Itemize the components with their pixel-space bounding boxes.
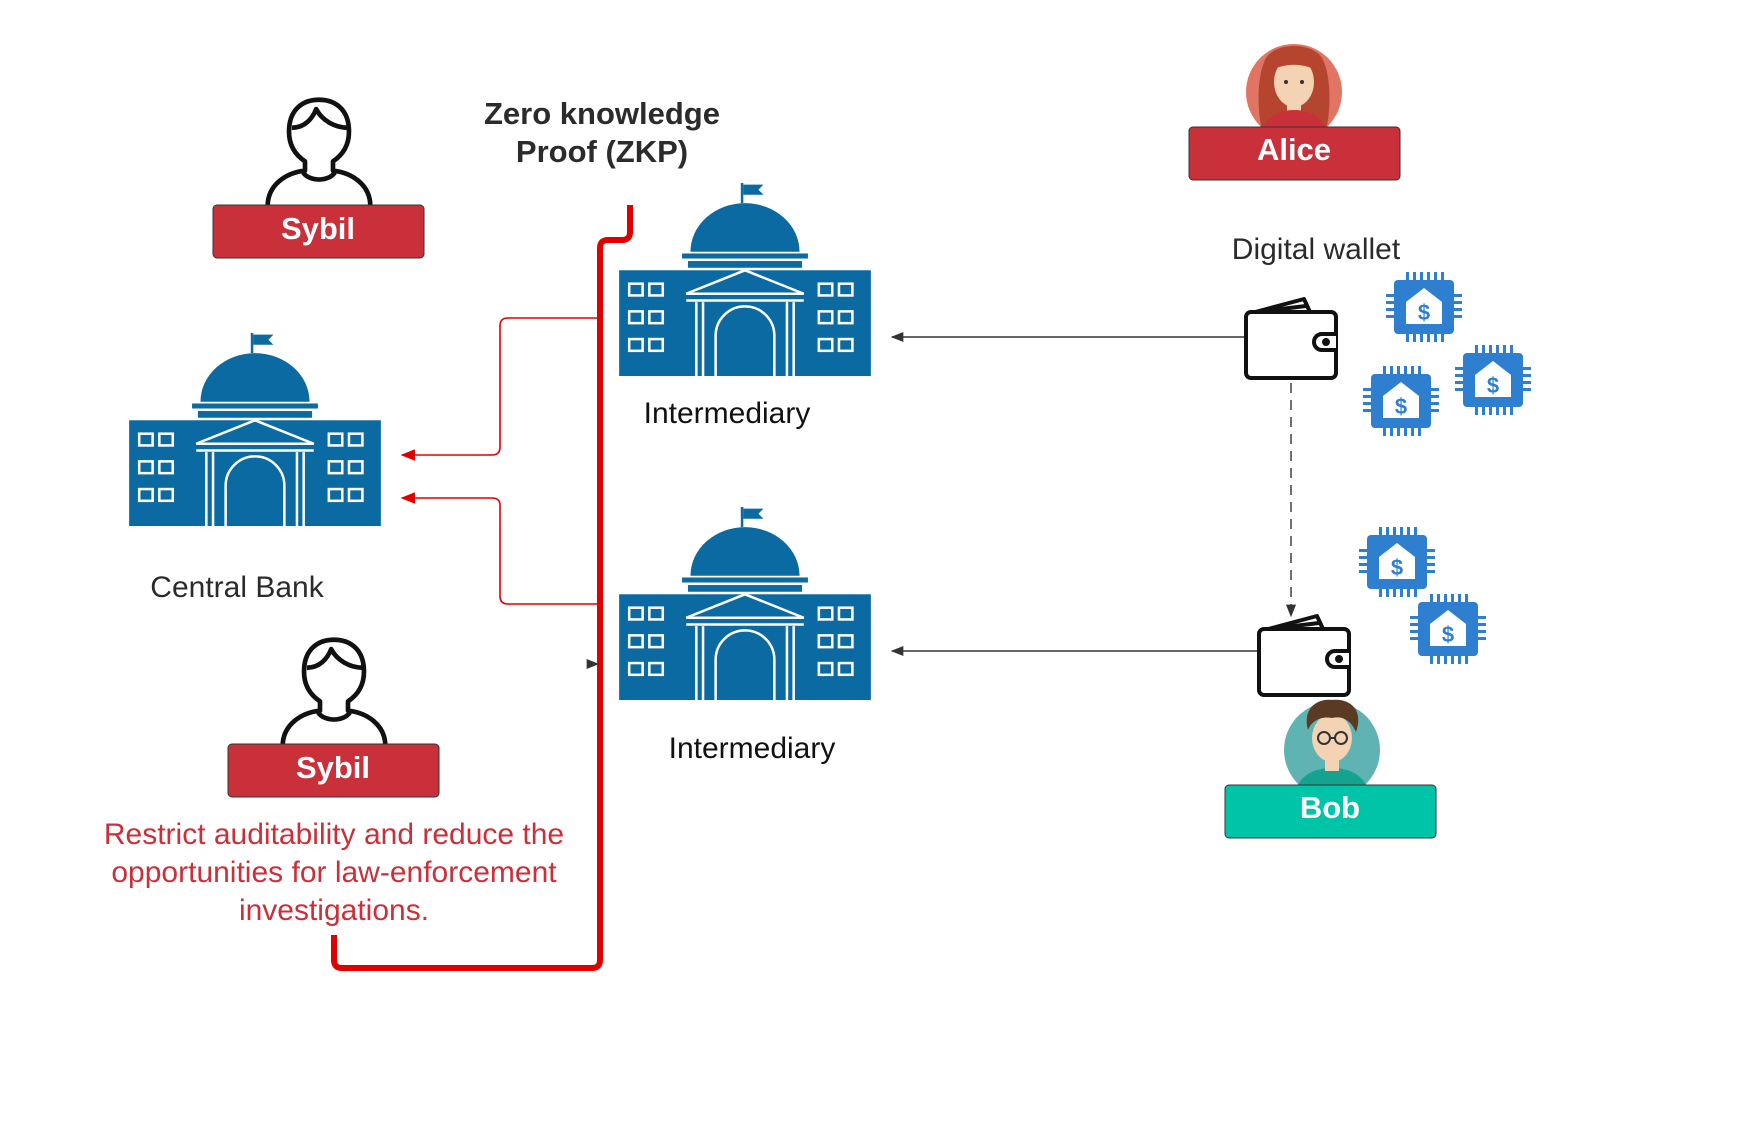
- bob-label: Bob: [1300, 790, 1360, 825]
- bob-wallet-icon: [1257, 614, 1351, 697]
- bob-label-box: [1224, 784, 1437, 839]
- dollar-chip-icon: [1386, 272, 1462, 342]
- zkp-title-line2: Proof (ZKP): [516, 134, 688, 169]
- intermediary-to-central-bank-arrow-top: [400, 317, 598, 461]
- intermediary-top-building-icon: [617, 183, 873, 376]
- alice-label-box: [1188, 126, 1401, 181]
- bob-avatar: [1284, 699, 1380, 798]
- alice-wallet-icon: [1244, 297, 1338, 380]
- sybil-top-person-icon: [268, 100, 371, 206]
- sybil-bottom-label-box: [227, 743, 440, 798]
- note-line3: investigations.: [239, 894, 429, 927]
- dollar-chip-icon: [1363, 366, 1439, 436]
- intermediary-bottom-building-icon: [617, 507, 873, 700]
- alice-avatar: [1246, 44, 1342, 140]
- intermediary-top-label: Intermediary: [644, 397, 811, 430]
- dollar-chip-icon: [1455, 345, 1531, 415]
- zkp-title-line1: Zero knowledge: [484, 96, 720, 131]
- sybil-bottom-person-icon: [283, 640, 386, 746]
- central-bank-building-icon: [127, 333, 383, 526]
- dollar-chip-icon: [1410, 594, 1486, 664]
- intermediary-to-central-bank-arrow-bottom: [400, 492, 598, 605]
- sybil-top-label: Sybil: [281, 211, 355, 246]
- sybil-bottom-label: Sybil: [296, 750, 370, 785]
- digital-wallet-label: Digital wallet: [1232, 233, 1401, 266]
- central-bank-label: Central Bank: [150, 571, 324, 604]
- sybil-top-label-box: [212, 204, 425, 259]
- note-line1: Restrict auditability and reduce the: [104, 818, 564, 851]
- alice-label: Alice: [1257, 132, 1331, 167]
- dollar-chip-icon: [1359, 527, 1435, 597]
- zkp-path: [331, 205, 633, 971]
- intermediary-bottom-label: Intermediary: [669, 732, 836, 765]
- note-line2: opportunities for law-enforcement: [111, 856, 557, 889]
